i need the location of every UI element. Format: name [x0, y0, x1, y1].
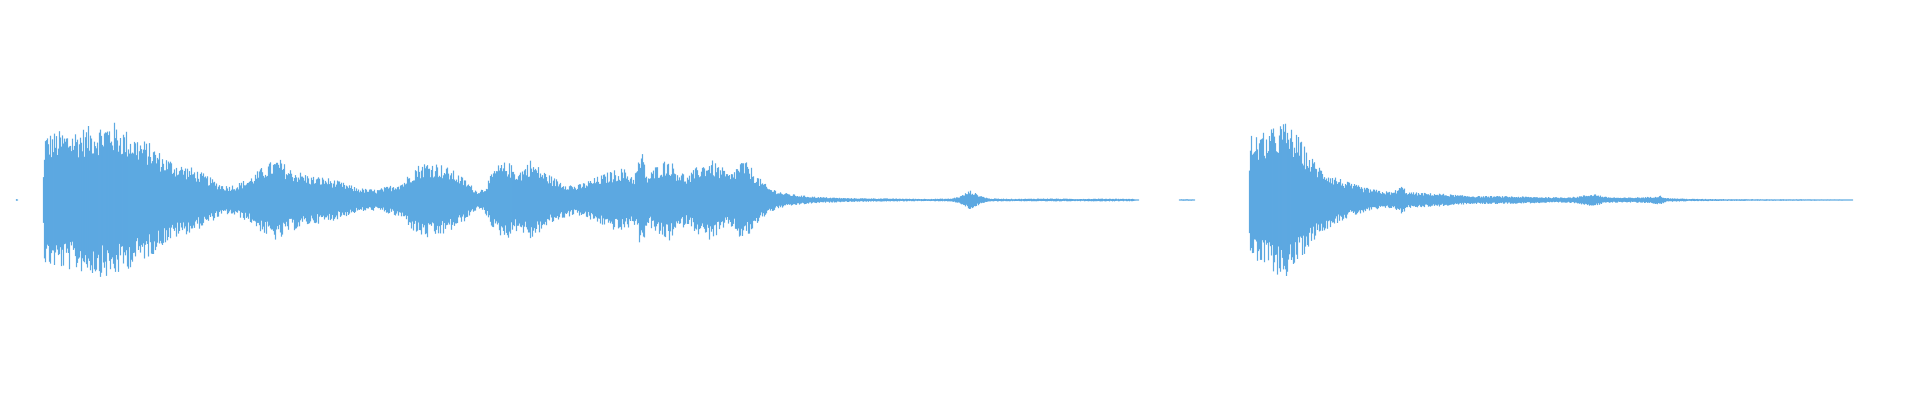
waveform-bars: [15, 122, 1854, 277]
